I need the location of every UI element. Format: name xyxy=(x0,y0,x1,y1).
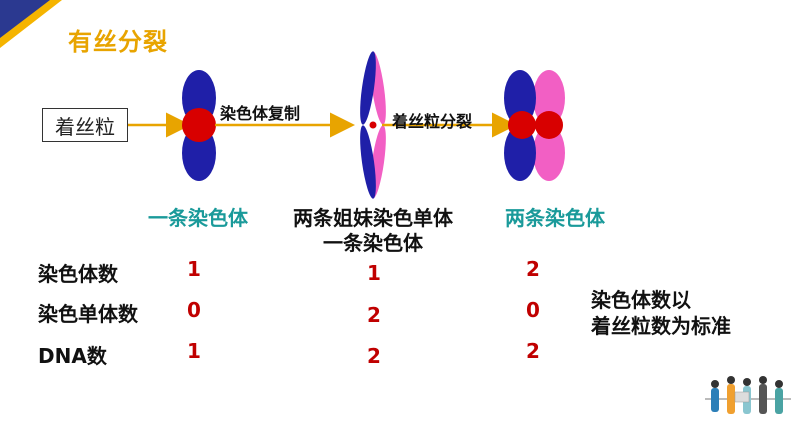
value-cell: 2 xyxy=(526,339,540,363)
note-line-1: 染色体数以 xyxy=(591,288,691,312)
value-cell: 1 xyxy=(187,339,201,363)
single-chromosome xyxy=(182,70,216,181)
caption-single-chromosome: 一条染色体 xyxy=(148,206,248,230)
corner-decoration xyxy=(0,0,62,48)
two-chromosomes xyxy=(504,70,565,181)
row-label-chromatid-count: 染色单体数 xyxy=(38,302,138,326)
value-cell: 1 xyxy=(367,261,381,285)
page-title: 有丝分裂 xyxy=(68,28,168,56)
sister-chromatids xyxy=(360,51,386,199)
value-cell: 2 xyxy=(367,344,381,368)
caption-one-chromosome: 一条染色体 xyxy=(323,231,423,255)
caption-sister-chromatids: 两条姐妹染色单体 xyxy=(293,206,453,230)
note-line-2: 着丝粒数为标准 xyxy=(591,314,731,338)
row-label-dna-count: DNA数 xyxy=(38,344,107,368)
split-arrow-label: 着丝粒分裂 xyxy=(392,112,473,131)
centromere-label: 着丝粒 xyxy=(42,108,128,142)
people-illustration xyxy=(705,376,791,414)
caption-two-chromosomes: 两条染色体 xyxy=(505,206,605,230)
row-label-chromosome-count: 染色体数 xyxy=(38,262,118,286)
value-cell: 0 xyxy=(187,298,201,322)
value-cell: 0 xyxy=(526,298,540,322)
value-cell: 1 xyxy=(187,257,201,281)
value-cell: 2 xyxy=(526,257,540,281)
replicate-arrow-label: 染色体复制 xyxy=(220,104,301,123)
value-cell: 2 xyxy=(367,303,381,327)
